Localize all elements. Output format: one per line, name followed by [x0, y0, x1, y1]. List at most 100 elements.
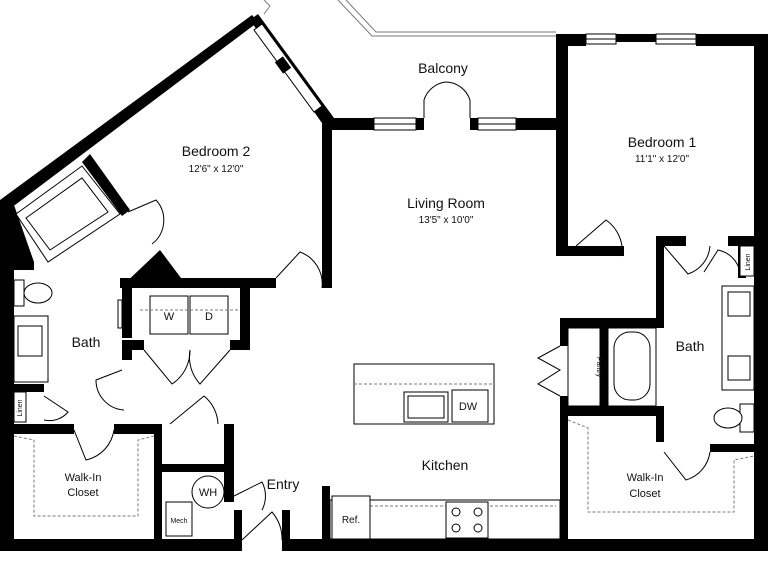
closet-left-door	[73, 429, 115, 461]
washer	[149, 295, 189, 335]
living-top-wall-right	[516, 118, 568, 130]
closet-left-label-1: Walk-In	[65, 472, 102, 484]
labels: Bedroom 2 12'6" x 12'0" Balcony Bedroom …	[17, 60, 752, 526]
bedroom1-bottom-wall-3	[728, 236, 768, 246]
laundry-bottom-right	[230, 340, 250, 350]
entry-left-wall	[234, 510, 242, 551]
bedroom1-size: 11'1" x 12'0"	[635, 154, 690, 165]
bedroom2-bottom-wall	[120, 278, 276, 288]
bath-right-left-wall	[656, 236, 664, 318]
vanity-right	[721, 285, 755, 391]
burner-1	[451, 507, 461, 517]
bedroom2-door	[275, 251, 323, 289]
bath-left-right-wall	[122, 278, 132, 338]
bath-right-top-door	[663, 245, 711, 275]
window-laundry	[117, 299, 123, 329]
hall-closet-door	[169, 395, 219, 425]
bathtub-left-inner	[25, 177, 109, 251]
living-room-label: Living Room	[407, 195, 485, 211]
mech-right-wall	[224, 472, 234, 502]
toilet-left-bowl	[23, 282, 53, 304]
bedroom1-left-wall	[556, 34, 568, 256]
water-heater	[191, 475, 225, 509]
bedroom2-label: Bedroom 2	[182, 143, 251, 159]
laundry-right-wall	[240, 288, 250, 350]
bathtub-right	[607, 327, 657, 407]
closet-right-door	[663, 451, 711, 481]
closet-left-top-wall	[0, 424, 74, 434]
dishwasher-label: DW	[459, 401, 478, 413]
bathtub-right-inner	[613, 331, 651, 401]
pantry-left-wall-2	[560, 396, 568, 410]
window-bedroom2-mullion	[274, 56, 292, 74]
bedroom1-door	[575, 219, 623, 257]
entry-right-post	[282, 510, 290, 551]
windows	[117, 23, 697, 329]
closet-left-label-2: Closet	[67, 487, 98, 499]
closet-left-top-wall-2	[114, 424, 162, 434]
toilet-right-bowl	[713, 407, 743, 429]
bedroom2-bath-divider	[82, 154, 130, 216]
bedroom1-top-wall-3	[615, 34, 657, 42]
bath-left-top-door	[127, 199, 165, 245]
sink-left	[17, 325, 43, 357]
sink-right-bottom	[727, 355, 751, 381]
entry-label: Entry	[267, 476, 300, 492]
balcony-railing	[263, 0, 556, 37]
water-heater-label: WH	[199, 487, 217, 499]
closet-right-label-1: Walk-In	[627, 472, 664, 484]
refrigerator	[331, 495, 371, 540]
bathtub-left	[15, 165, 121, 263]
laundry-door-left	[143, 349, 191, 385]
laundry-bottom-left	[122, 340, 144, 350]
walls	[0, 14, 768, 551]
hall-closet-right-wall	[224, 424, 234, 470]
fridge-label: Ref.	[342, 515, 360, 526]
laundry-door-right	[188, 349, 231, 385]
living-top-wall-left	[322, 118, 374, 130]
balcony-rail-diag	[263, 5, 271, 15]
pantry-top-wall	[560, 318, 664, 328]
bath-right-bottom-wall-2	[710, 444, 768, 452]
bedroom2-right-wall	[322, 118, 332, 288]
pantry-right-wall	[600, 318, 608, 410]
balcony-label: Balcony	[418, 60, 468, 76]
hall-closet-bottom-wall	[154, 464, 234, 472]
doors	[43, 81, 741, 541]
living-top-wall-mid2	[470, 118, 478, 130]
entry-door	[241, 511, 283, 541]
linen-left	[13, 391, 27, 423]
range	[445, 501, 489, 539]
dryer-label: D	[205, 311, 213, 323]
bedroom1-bottom-wall	[568, 246, 624, 256]
bedroom1-top-wall-2	[696, 34, 768, 46]
linen-right-label: Linen	[745, 253, 752, 270]
toilet-left-tank	[13, 279, 25, 307]
bedroom1-bottom-wall-2	[656, 236, 686, 246]
diagonal-outer-wall-2	[0, 17, 258, 210]
bedroom2-size: 12'6" x 12'0"	[189, 164, 244, 175]
pantry-label: Pantry	[595, 357, 602, 378]
bedroom1-label: Bedroom 1	[628, 134, 697, 150]
bottom-outer-wall	[0, 539, 240, 551]
linen-left-label: Linen	[17, 399, 24, 416]
kitchen-sink	[403, 391, 449, 423]
closet-right-label-2: Closet	[629, 488, 660, 500]
living-top-wall-mid	[416, 118, 424, 130]
bath-corner-triangle	[120, 250, 184, 288]
burner-2	[473, 507, 483, 517]
bath-right-bottom-wall	[656, 406, 664, 442]
mech-unit	[165, 501, 193, 537]
balcony-rail-top	[337, 0, 556, 37]
closet-right-left-wall	[560, 406, 568, 551]
left-outer-wall	[0, 205, 14, 543]
bath-right-label: Bath	[676, 338, 705, 354]
linen-left-door	[43, 395, 69, 422]
balcony-rail-top-2	[345, 0, 556, 33]
linen-right-door	[703, 249, 741, 273]
closet-right-top-wall	[560, 406, 664, 416]
living-room-size: 13'5" x 10'0"	[419, 215, 474, 226]
closet-left-shelf	[13, 435, 155, 517]
burner-3	[451, 523, 461, 533]
